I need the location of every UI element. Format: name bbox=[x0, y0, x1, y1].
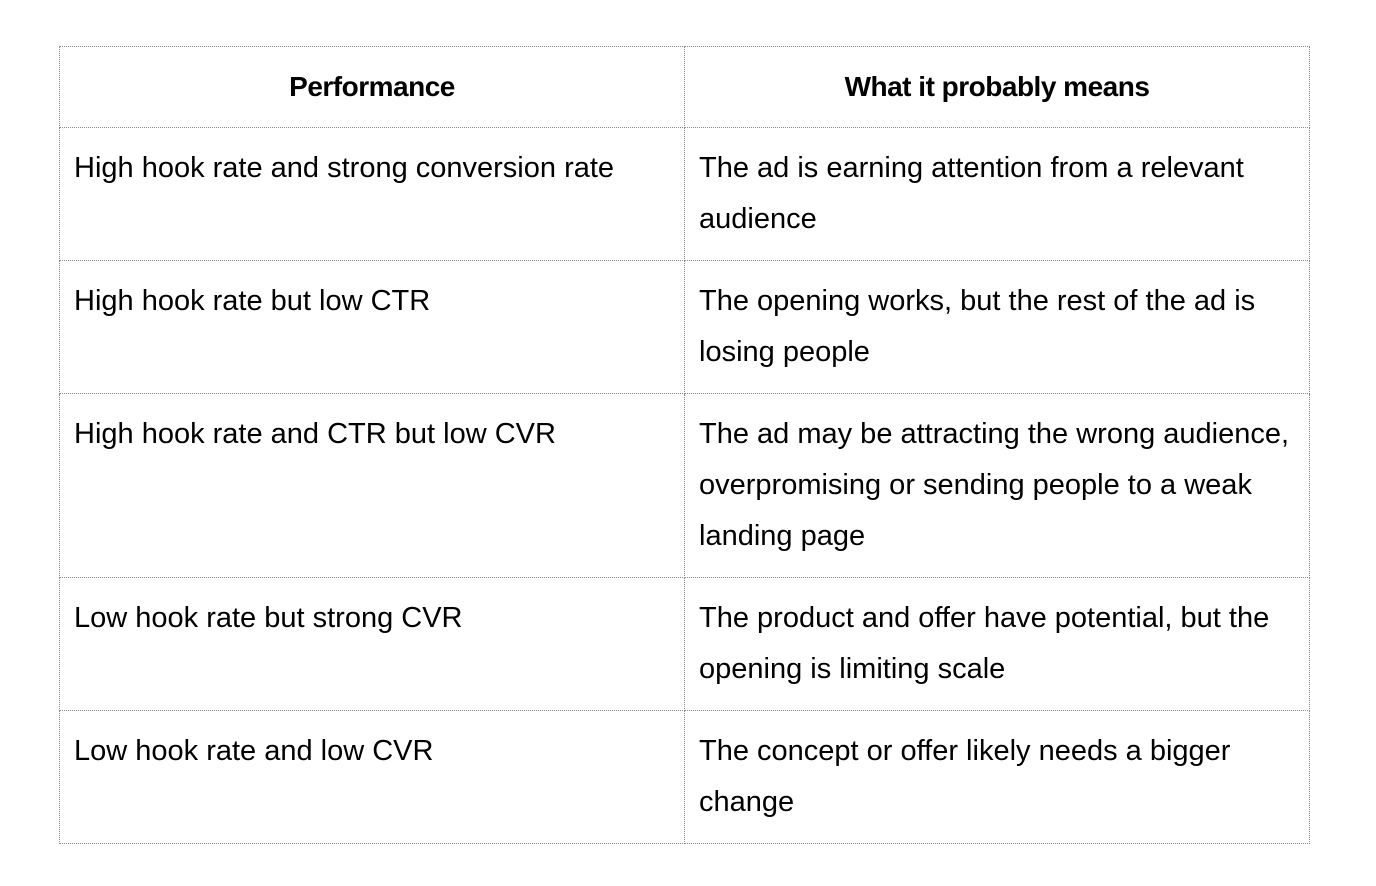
performance-cell: Low hook rate and low CVR bbox=[59, 710, 685, 844]
table-row: High hook rate but low CTR The opening w… bbox=[59, 260, 1310, 394]
table-row: Low hook rate but strong CVR The product… bbox=[59, 577, 1310, 711]
performance-cell: High hook rate and strong conversion rat… bbox=[59, 127, 685, 261]
table-header-row: Performance What it probably means bbox=[59, 46, 1310, 128]
meaning-cell: The ad may be attracting the wrong audie… bbox=[684, 393, 1310, 578]
performance-cell: High hook rate and CTR but low CVR bbox=[59, 393, 685, 578]
performance-cell: Low hook rate but strong CVR bbox=[59, 577, 685, 711]
table-row: Low hook rate and low CVR The concept or… bbox=[59, 710, 1310, 844]
performance-cell: High hook rate but low CTR bbox=[59, 260, 685, 394]
meaning-cell: The opening works, but the rest of the a… bbox=[684, 260, 1310, 394]
meaning-cell: The product and offer have potential, bu… bbox=[684, 577, 1310, 711]
column-header-performance: Performance bbox=[59, 46, 685, 128]
meaning-cell: The ad is earning attention from a relev… bbox=[684, 127, 1310, 261]
table-row: High hook rate and CTR but low CVR The a… bbox=[59, 393, 1310, 578]
performance-table: Performance What it probably means High … bbox=[59, 46, 1310, 844]
table-row: High hook rate and strong conversion rat… bbox=[59, 127, 1310, 261]
meaning-cell: The concept or offer likely needs a bigg… bbox=[684, 710, 1310, 844]
column-header-meaning: What it probably means bbox=[684, 46, 1310, 128]
